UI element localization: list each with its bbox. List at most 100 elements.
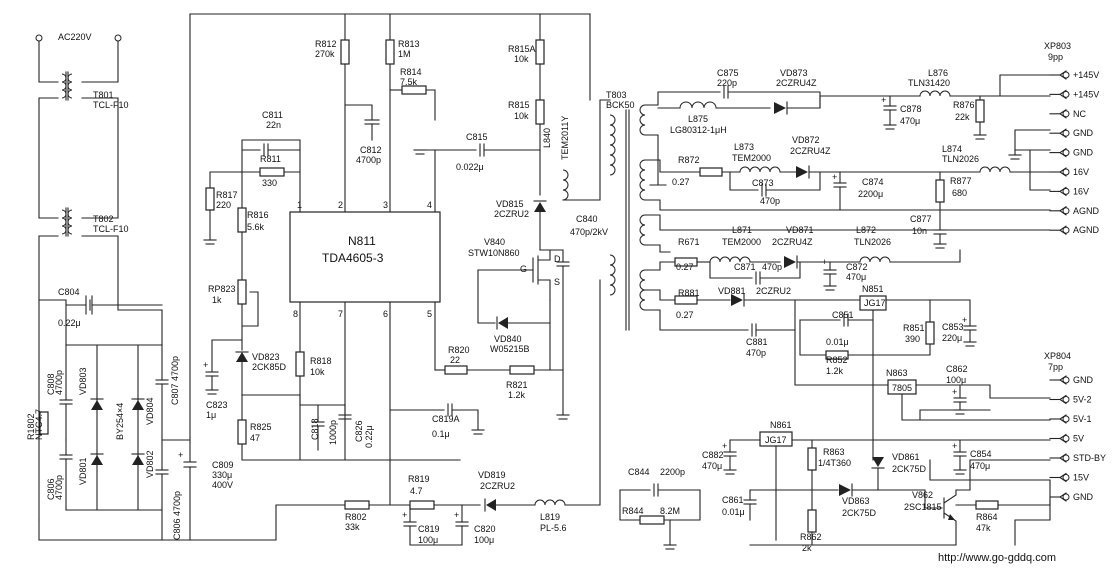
rail-145v: C875 220p L875 LG80312-1μH VD873 2CZRU4Z… (657, 68, 1051, 160)
connector-pin-label: GND (1073, 148, 1094, 158)
v840-val: STW10N860 (468, 248, 520, 258)
connector-pin-socket (1062, 226, 1070, 234)
l875-ref: L875 (688, 114, 708, 124)
c872-val: 470μ (846, 272, 866, 282)
r844-val: 8.2M (660, 506, 680, 516)
connector-pin-label: 16V (1073, 167, 1089, 177)
r818-val: 10k (310, 367, 325, 377)
c881-val: 470p (746, 348, 766, 358)
connector-pin-socket (1062, 187, 1070, 195)
c819-plus: + (402, 510, 407, 520)
r812-val: 270k (315, 49, 335, 59)
r852-ref: R852 (826, 355, 848, 365)
l873-ref: L873 (734, 142, 754, 152)
v862-ref: V862 (912, 490, 933, 500)
connector-pin-socket (1062, 168, 1070, 176)
c877-ref: C877 (910, 214, 932, 224)
l874-val: TLN2026 (942, 154, 979, 164)
n851-type: JG17 (864, 298, 886, 308)
r863-val: 1/4T360 (818, 458, 851, 468)
r814-ref: R814 (400, 67, 422, 77)
rail-n851: R881 0.27 VD881 2CZRU2 C881 470p JG17 N8… (674, 284, 977, 461)
c804-val: 0.22μ (58, 318, 81, 328)
switching-stage: R815A 10k R815 10k C815 0.022μ L840 TEM2… (413, 13, 611, 420)
r819-val: 4.7 (410, 486, 423, 496)
vd803-label: VD803 (78, 367, 88, 395)
connector-pin-label: GND (1073, 128, 1094, 138)
c808-ref: C808 (46, 373, 56, 395)
vd872-ref: VD872 (792, 135, 820, 145)
n863-type: 7805 (892, 383, 912, 393)
c818-ref: C818 (310, 418, 320, 440)
r872-ref: R872 (678, 155, 700, 165)
r851-val: 390 (905, 334, 920, 344)
t803-val: BCK50 (606, 100, 635, 110)
c862-plus: + (952, 387, 957, 397)
connector-pin-label: +145V (1073, 70, 1099, 80)
c819-val: 100μ (418, 535, 438, 545)
c875-ref: C875 (717, 68, 739, 78)
r811-ref: R811 (260, 154, 281, 164)
c873-val: 470p (760, 196, 780, 206)
r818-ref: R818 (310, 356, 332, 366)
source-s: S (554, 277, 560, 287)
n861-ref: N861 (770, 420, 792, 430)
r871-ref: R671 (678, 237, 700, 247)
r881-ref: R881 (678, 288, 700, 298)
c851-val: 0.01μ (826, 337, 849, 347)
connector-xp803: XP803 9pp +145V+145VNCGNDGND16V16VAGNDAG… (1044, 41, 1100, 235)
xp803-title: XP803 (1044, 41, 1071, 51)
r813-ref: R813 (398, 39, 420, 49)
c806a-val: 4700p (54, 475, 64, 500)
r825-ref: R825 (250, 422, 272, 432)
connector-pin-label: +145V (1073, 89, 1099, 99)
c851-ref: C851 (832, 310, 854, 320)
c853-plus: + (962, 315, 967, 325)
l871-val: TEM2000 (722, 237, 761, 247)
standby-section: 7805 N863 + C862 100μ JG17 N861 + C882 4… (702, 364, 1051, 553)
c878-ref: C878 (900, 104, 922, 114)
n851-ref: N851 (862, 284, 884, 294)
r844-ref: R844 (622, 506, 644, 516)
t802-ref: T802 (93, 214, 114, 224)
c871-val: 470p (762, 262, 782, 272)
c875-val: 220p (717, 78, 737, 88)
c882-plus: + (722, 441, 727, 451)
vd881-val: 2CZRU2 (756, 286, 791, 296)
c873-ref: C873 (752, 178, 774, 188)
drain-d: D (554, 254, 561, 264)
c878-plus: + (881, 95, 886, 105)
ic-n811: N811 TDA4605-3 1 2 3 4 5 6 7 8 (289, 13, 441, 506)
c861-ref: C861 (722, 495, 744, 505)
rp823-val: 1k (212, 295, 222, 305)
l874-ref: L874 (942, 144, 962, 154)
rail-l871: R671 0.27 L871 TEM2000 C871 470p VD871 2… (674, 225, 961, 291)
ac-label: AC220V (58, 32, 92, 42)
c840-ref: C840 (576, 214, 598, 224)
connector-pin-label: 5V-1 (1073, 414, 1092, 424)
c840-val: 470p/2kV (570, 227, 608, 237)
c844-val: 2200p (660, 467, 685, 477)
r1802-ref: R1802 (26, 413, 36, 440)
connector-pin-label: 5V (1073, 434, 1084, 444)
t803-ref: T803 (606, 90, 627, 100)
vd819-val: 2CZRU2 (480, 481, 515, 491)
c871-ref: C871 (734, 262, 756, 272)
bridge-label: BY254×4 (115, 403, 125, 440)
vd881-ref: VD881 (718, 286, 746, 296)
connector-pin-socket (1062, 90, 1070, 98)
connector-pin-socket (1062, 435, 1070, 442)
l819-val: PL-5.6 (540, 523, 567, 533)
t801-type: TCL-F10 (93, 100, 129, 110)
source-url: http://www.go-gddq.com (938, 552, 1056, 564)
r1802-val: NTC4.7 (34, 409, 44, 440)
c811-val: 22n (266, 120, 281, 130)
c877-val: 10n (912, 226, 927, 236)
c820-ref: C820 (474, 524, 496, 534)
l873-val: TEM2000 (732, 153, 771, 163)
vd863-ref: VD863 (842, 496, 870, 506)
pin-2: 2 (338, 200, 343, 210)
